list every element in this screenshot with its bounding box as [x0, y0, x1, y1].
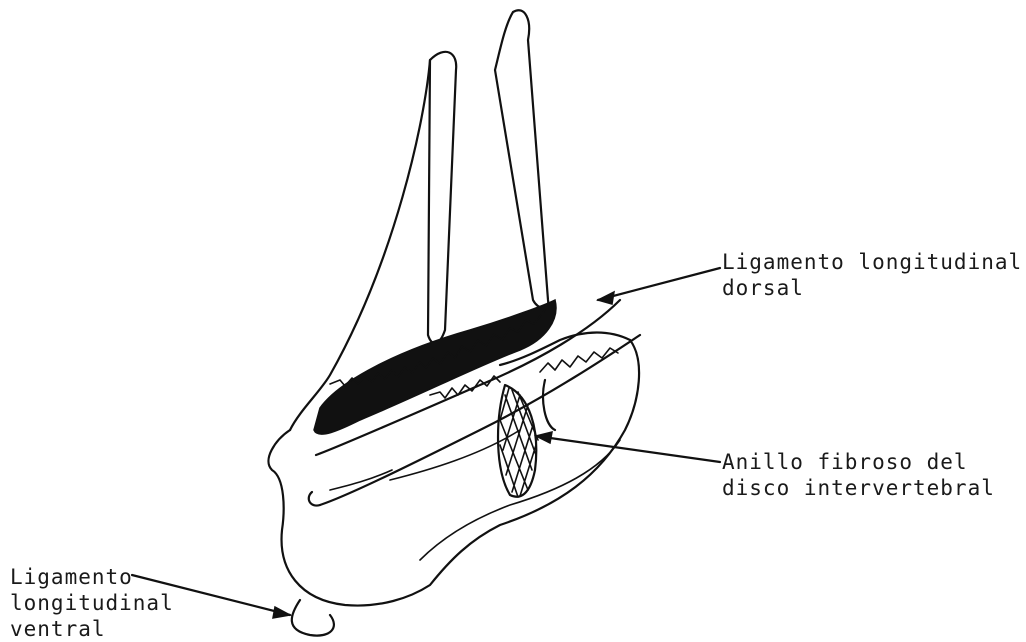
annulus-fibrosus-label-line-1: Anillo fibroso del — [722, 449, 995, 475]
pointer-lines — [132, 268, 720, 618]
ventral-ligament-label-line-1: Ligamento — [10, 564, 174, 590]
annulus-fibrosus-label: Anillo fibroso del disco intervertebral — [722, 449, 995, 501]
dorsal-ligament-label-line-1: Ligamento longitudinal — [722, 249, 1022, 275]
dorsal-ligament-label-line-2: dorsal — [722, 275, 1022, 301]
ventral-ligament-label-line-2: longitudinal — [10, 590, 174, 616]
ventral-ligament-label: Ligamento longitudinal ventral — [10, 564, 174, 642]
annulus-fibrosus-label-line-2: disco intervertebral — [722, 475, 995, 501]
dorsal-ligament-label: Ligamento longitudinal dorsal — [722, 249, 1022, 301]
ventral-ligament-label-line-3: ventral — [10, 616, 174, 642]
